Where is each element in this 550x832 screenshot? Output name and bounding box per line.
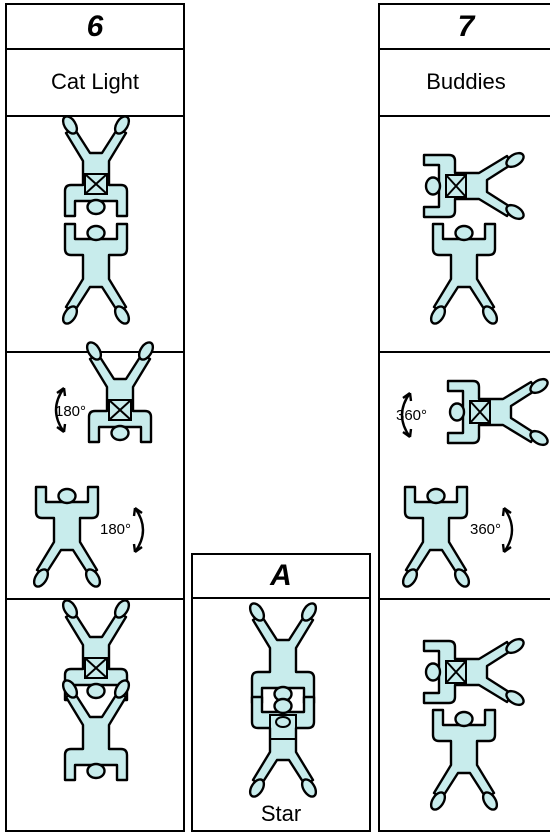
formation-7-number: 7	[457, 10, 475, 43]
formation-a-number: A	[270, 559, 292, 592]
rotation-label: 360°	[396, 407, 427, 424]
divider	[380, 351, 550, 353]
formation-a-figure	[246, 599, 320, 799]
divider	[380, 48, 550, 50]
rotation-label: 360°	[470, 521, 501, 538]
divider	[7, 115, 183, 117]
formation-7-name: Buddies	[426, 69, 506, 94]
divider	[380, 598, 550, 600]
formation-7-step-2: 360° 360°	[396, 376, 550, 591]
divider	[380, 115, 550, 117]
rotation-label: 180°	[55, 403, 86, 420]
formation-7-step-3	[424, 636, 526, 814]
formation-6-step-1	[59, 114, 133, 328]
divider	[7, 48, 183, 50]
formation-a-name: Star	[260, 801, 302, 826]
formation-6-step-3	[59, 598, 133, 782]
formation-6-number: 6	[86, 10, 104, 43]
formation-6-name: Cat Light	[50, 69, 140, 94]
formation-7-step-1	[424, 150, 526, 328]
divider	[7, 598, 183, 600]
divider	[193, 597, 369, 599]
rotation-label: 180°	[100, 521, 131, 538]
formation-6-step-2: 180° 180°	[30, 340, 155, 591]
